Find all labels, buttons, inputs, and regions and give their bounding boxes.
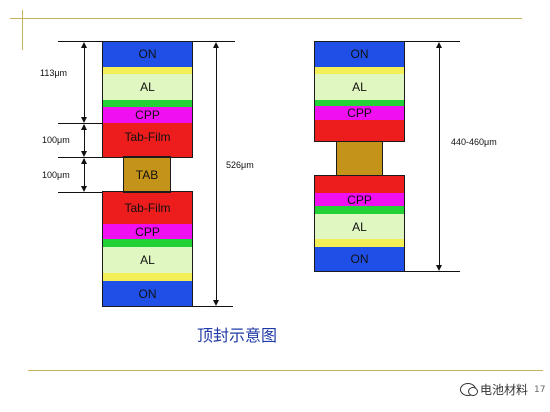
arrow-up-icon — [81, 124, 87, 130]
layer-label: CPP — [135, 108, 160, 122]
dim-tick — [405, 271, 460, 272]
dim-label-440: 440-460μm — [451, 137, 497, 147]
dim-line-440 — [439, 44, 440, 268]
layer-label: ON — [138, 286, 157, 301]
layer-label: CPP — [135, 224, 160, 239]
layer-label: AL — [352, 80, 367, 94]
layer-label: ON — [350, 252, 369, 266]
right-on-top: ON — [314, 41, 405, 67]
watermark: 电池材料 17 — [460, 381, 545, 398]
dim-tick — [193, 306, 233, 307]
arrow-down-icon — [436, 265, 442, 271]
left-yellow-top — [102, 67, 193, 74]
left-al-top: AL — [102, 74, 193, 100]
layer-label: TAB — [135, 167, 159, 182]
left-cpp-bottom: CPP — [102, 224, 193, 239]
dim-label-100a: 100μm — [42, 135, 70, 145]
right-red-top — [314, 120, 405, 141]
arrow-up-icon — [81, 42, 87, 48]
left-on-top: ON — [102, 41, 193, 67]
dim-label-100b: 100μm — [42, 170, 70, 180]
right-red-bottom — [314, 176, 405, 193]
dim-line-113 — [84, 44, 85, 120]
arrow-down-icon — [213, 300, 219, 306]
dim-tick — [58, 157, 102, 158]
right-yellow-bottom — [314, 239, 405, 247]
right-al-bottom: AL — [314, 214, 405, 239]
dim-tick — [58, 41, 102, 42]
arrow-up-icon — [436, 42, 442, 48]
layer-label: ON — [350, 47, 369, 61]
layer-label: AL — [140, 253, 155, 267]
arrow-up-icon — [81, 158, 87, 164]
layer-label: Tab-Film — [124, 130, 171, 144]
dim-label-526: 526μm — [226, 160, 254, 170]
left-cpp-top: CPP — [102, 107, 193, 123]
layer-label: AL — [352, 219, 367, 234]
layer-label: Tab-Film — [124, 201, 171, 215]
page-number: 17 — [534, 384, 546, 395]
arrow-up-icon — [213, 42, 219, 48]
left-on-bottom: ON — [102, 281, 193, 306]
wechat-icon — [460, 383, 478, 396]
watermark-text: 电池材料 — [480, 383, 529, 397]
dim-tick — [405, 41, 460, 42]
dim-tick — [58, 192, 102, 193]
left-al-bottom: AL — [102, 247, 193, 273]
dim-tick — [193, 41, 235, 42]
layer-label: ON — [138, 47, 157, 61]
arrow-down-icon — [81, 186, 87, 192]
arrow-down-icon — [81, 117, 87, 123]
left-yellow-bottom — [102, 273, 193, 281]
slide-bottom-rule — [28, 370, 543, 371]
diagram-caption: 顶封示意图 — [197, 326, 278, 345]
left-tabfilm-top: Tab-Film — [102, 123, 193, 157]
right-green-top — [314, 100, 405, 106]
left-green-top — [102, 100, 193, 107]
dim-tick — [58, 123, 102, 124]
dim-label-113: 113μm — [40, 68, 68, 78]
right-al-top: AL — [314, 74, 405, 100]
slide-corner-rule — [22, 10, 23, 50]
left-tab: TAB — [123, 157, 171, 192]
dim-line-100b — [84, 159, 85, 190]
right-green-bottom — [314, 206, 405, 214]
slide-top-rule — [10, 18, 522, 19]
layer-label: CPP — [347, 192, 372, 207]
layer-label: AL — [140, 80, 155, 94]
dim-line-526 — [216, 44, 217, 303]
left-green-bottom — [102, 239, 193, 247]
right-yellow-top — [314, 67, 405, 74]
dim-line-100a — [84, 125, 85, 155]
layer-label: CPP — [347, 106, 372, 120]
left-tabfilm-bottom: Tab-Film — [102, 192, 193, 224]
right-on-bottom: ON — [314, 247, 405, 271]
arrow-down-icon — [81, 151, 87, 157]
right-tab — [336, 141, 383, 176]
right-cpp-top: CPP — [314, 106, 405, 120]
right-cpp-bottom: CPP — [314, 192, 405, 207]
